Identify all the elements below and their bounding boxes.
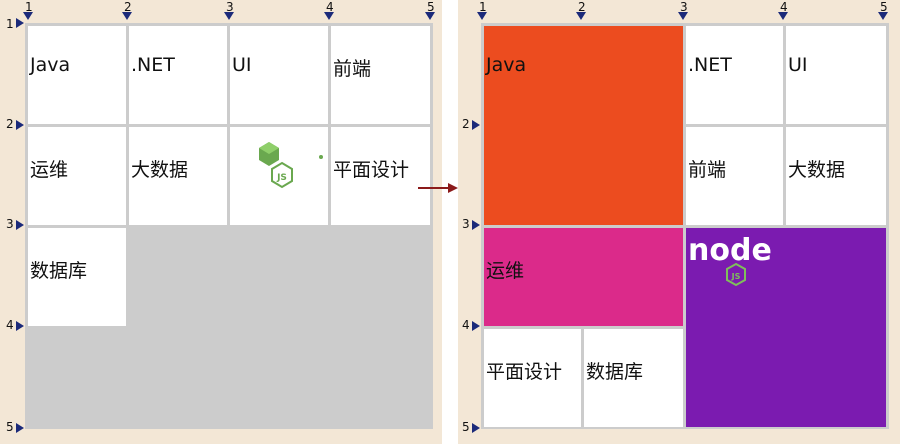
transform-arrow-icon xyxy=(418,183,458,193)
nodejs-logo-icon: JS xyxy=(259,142,323,189)
grid-item-label: 大数据 xyxy=(788,159,846,181)
col-line-number: 5 xyxy=(880,0,888,14)
grid-item-label: .NET xyxy=(131,54,175,76)
grid-item-label: 数据库 xyxy=(30,260,88,282)
col-marker-icon xyxy=(576,12,586,20)
grid-item-label: UI xyxy=(232,54,252,76)
row-line-number: 5 xyxy=(6,420,14,434)
nodejs-badge-text: JS xyxy=(731,272,741,281)
grid-item-database: 数据库 xyxy=(28,228,126,326)
grid-item-dotnet: .NET xyxy=(686,26,783,124)
row-line-number: 4 xyxy=(6,318,14,332)
row-line-number: 5 xyxy=(462,420,470,434)
grid-item-database: 数据库 xyxy=(584,329,683,427)
col-marker-icon xyxy=(425,12,435,20)
grid-item-design: 平面设计 xyxy=(484,329,581,427)
grid-item-nodejs: JS xyxy=(230,127,328,225)
col-marker-icon xyxy=(778,12,788,20)
col-marker-icon xyxy=(23,12,33,20)
grid-container: Java .NET UI 前端 大数据 运维 node JS 平面设计 数据库 xyxy=(481,23,889,429)
col-line-number: 2 xyxy=(578,0,586,14)
grid-item-frontend: 前端 xyxy=(331,26,430,124)
row-marker-icon xyxy=(16,18,24,28)
grid-after-panel: 1 2 3 4 5 2 3 4 5 Java .NET UI 前端 大数据 运维… xyxy=(458,0,900,444)
nodejs-logo-text: node xyxy=(688,233,772,268)
grid-item-label: 大数据 xyxy=(131,159,189,181)
grid-before-panel: 1 2 3 4 5 1 2 3 4 5 Java .NET UI 前端 运维 大… xyxy=(0,0,442,444)
grid-item-java: Java xyxy=(484,26,683,225)
grid-item-java: Java xyxy=(28,26,126,124)
col-line-number: 4 xyxy=(780,0,788,14)
row-marker-icon xyxy=(472,321,480,331)
row-marker-icon xyxy=(16,120,24,130)
grid-item-label: 运维 xyxy=(30,159,69,181)
grid-item-design: 平面设计 xyxy=(331,127,430,225)
row-marker-icon xyxy=(16,423,24,433)
nodejs-logo-icon: node JS xyxy=(688,233,772,287)
col-line-number: 1 xyxy=(25,0,33,14)
grid-item-label: 数据库 xyxy=(586,361,644,383)
row-marker-icon xyxy=(16,220,24,230)
grid-item-ui: UI xyxy=(230,26,328,124)
grid-item-frontend: 前端 xyxy=(686,127,783,225)
row-marker-icon xyxy=(472,120,480,130)
grid-item-label: 平面设计 xyxy=(333,159,410,181)
grid-item-bigdata: 大数据 xyxy=(129,127,227,225)
col-line-number: 5 xyxy=(427,0,435,14)
grid-item-label: .NET xyxy=(688,54,732,76)
col-line-number: 4 xyxy=(326,0,334,14)
col-marker-icon xyxy=(324,12,334,20)
col-line-number: 3 xyxy=(226,0,234,14)
row-marker-icon xyxy=(472,423,480,433)
col-line-number: 2 xyxy=(124,0,132,14)
col-line-number: 3 xyxy=(680,0,688,14)
row-line-number: 3 xyxy=(462,217,470,231)
grid-item-label: 前端 xyxy=(333,58,372,80)
row-line-number: 1 xyxy=(6,17,14,31)
grid-item-label: 运维 xyxy=(486,260,525,282)
grid-item-dotnet: .NET xyxy=(129,26,227,124)
grid-item-ui: UI xyxy=(786,26,886,124)
nodejs-badge-text: JS xyxy=(276,173,287,183)
row-line-number: 2 xyxy=(462,117,470,131)
grid-item-label: Java xyxy=(30,54,71,76)
grid-item-label: 平面设计 xyxy=(486,361,563,383)
col-line-number: 1 xyxy=(479,0,487,14)
row-line-number: 2 xyxy=(6,117,14,131)
col-marker-icon xyxy=(477,12,487,20)
col-marker-icon xyxy=(122,12,132,20)
col-marker-icon xyxy=(678,12,688,20)
row-marker-icon xyxy=(472,220,480,230)
grid-item-label: 前端 xyxy=(688,159,727,181)
grid-container: Java .NET UI 前端 运维 大数据 JS 平面设计 数据库 xyxy=(25,23,433,429)
grid-item-ops: 运维 xyxy=(484,228,683,326)
row-marker-icon xyxy=(16,321,24,331)
col-marker-icon xyxy=(224,12,234,20)
row-line-number: 4 xyxy=(462,318,470,332)
row-line-number: 3 xyxy=(6,217,14,231)
grid-item-bigdata: 大数据 xyxy=(786,127,886,225)
grid-item-ops: 运维 xyxy=(28,127,126,225)
grid-item-label: Java xyxy=(486,54,527,76)
col-marker-icon xyxy=(878,12,888,20)
grid-item-nodejs: node JS xyxy=(686,228,886,427)
grid-item-label: UI xyxy=(788,54,808,76)
